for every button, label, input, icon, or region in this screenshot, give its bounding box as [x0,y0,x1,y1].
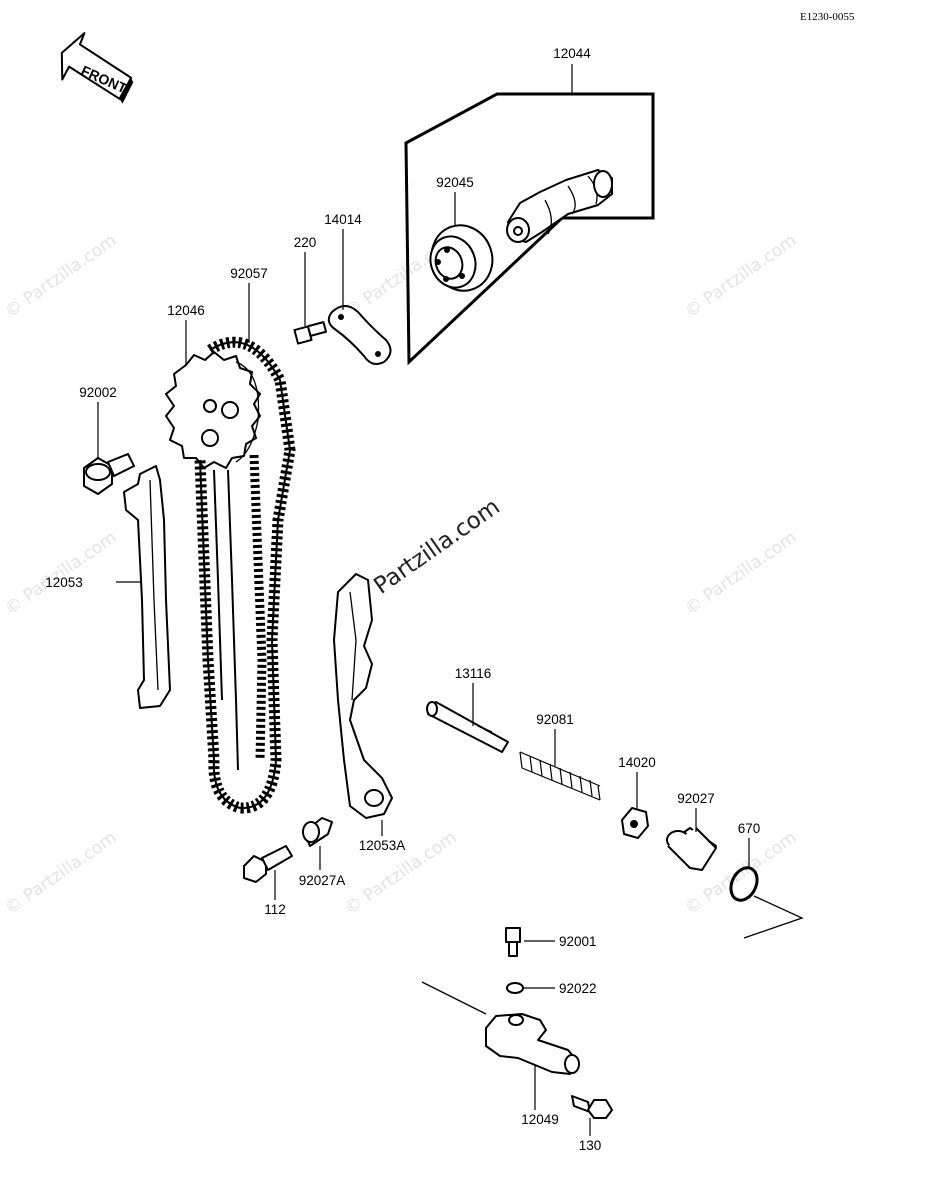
spring-icon [519,751,601,801]
leader-lines [97,64,750,1136]
watermark: © Partzilla.com [681,527,800,619]
washer-icon [506,982,524,994]
callout-12053: 12053 [45,575,83,590]
pivot-bolt-icon [243,845,293,883]
watermark: © Partzilla.com [681,230,800,322]
spacer-icon [666,827,717,871]
front-arrow-icon: FRONT [60,32,134,104]
callout-14014: 14014 [324,212,362,227]
tensioner-guide-icon [333,573,393,819]
chain-tensioner-icon [485,1013,580,1075]
callout-92081: 92081 [536,712,574,727]
callout-130: 130 [579,1138,602,1153]
callout-92027: 92027 [677,791,715,806]
tensioner-bolt-icon [505,927,521,957]
watermark: © Partzilla.com [1,527,120,619]
cam-sprocket-icon [165,351,261,469]
collar-icon [302,817,333,847]
camshaft-plate-icon [327,305,392,365]
cam-chain-icon [194,336,296,814]
callout-92001: 92001 [559,934,597,949]
diagram-code: E1230-0055 [800,11,855,23]
nut-icon [621,807,649,839]
callout-12049: 12049 [521,1112,559,1127]
flange-bolt-icon [83,453,135,495]
callout-92045: 92045 [436,175,474,190]
bolt-icon [293,321,328,345]
callout-14020: 14020 [618,755,656,770]
watermark: © Partzilla.com [1,827,120,919]
callout-92057: 92057 [230,266,268,281]
callout-112: 112 [264,902,286,917]
callout-12044: 12044 [553,46,591,61]
callout-13116: 13116 [455,666,492,681]
mounting-bolt-icon [571,1095,613,1119]
callout-92002: 92002 [79,385,117,400]
watermark: © Partzilla.com [1,230,120,322]
callout-labels: 12044 92045 14014 220 92057 12046 92002 … [45,46,760,1153]
chain-guide-icon [123,465,171,709]
callout-92022: 92022 [559,981,597,996]
o-ring-icon [729,866,759,902]
pushrod-icon [426,701,509,753]
callout-92027A: 92027A [299,873,346,888]
bearing-icon [429,224,494,292]
callout-220: 220 [294,235,317,250]
camshaft-assembly [404,92,655,366]
watermarks: © Partzilla.com © Partzilla.com © Partzi… [1,230,800,919]
callout-12053A: 12053A [359,838,406,853]
callout-670: 670 [738,821,761,836]
callout-12046: 12046 [167,303,205,318]
camshaft-icon [506,169,613,243]
